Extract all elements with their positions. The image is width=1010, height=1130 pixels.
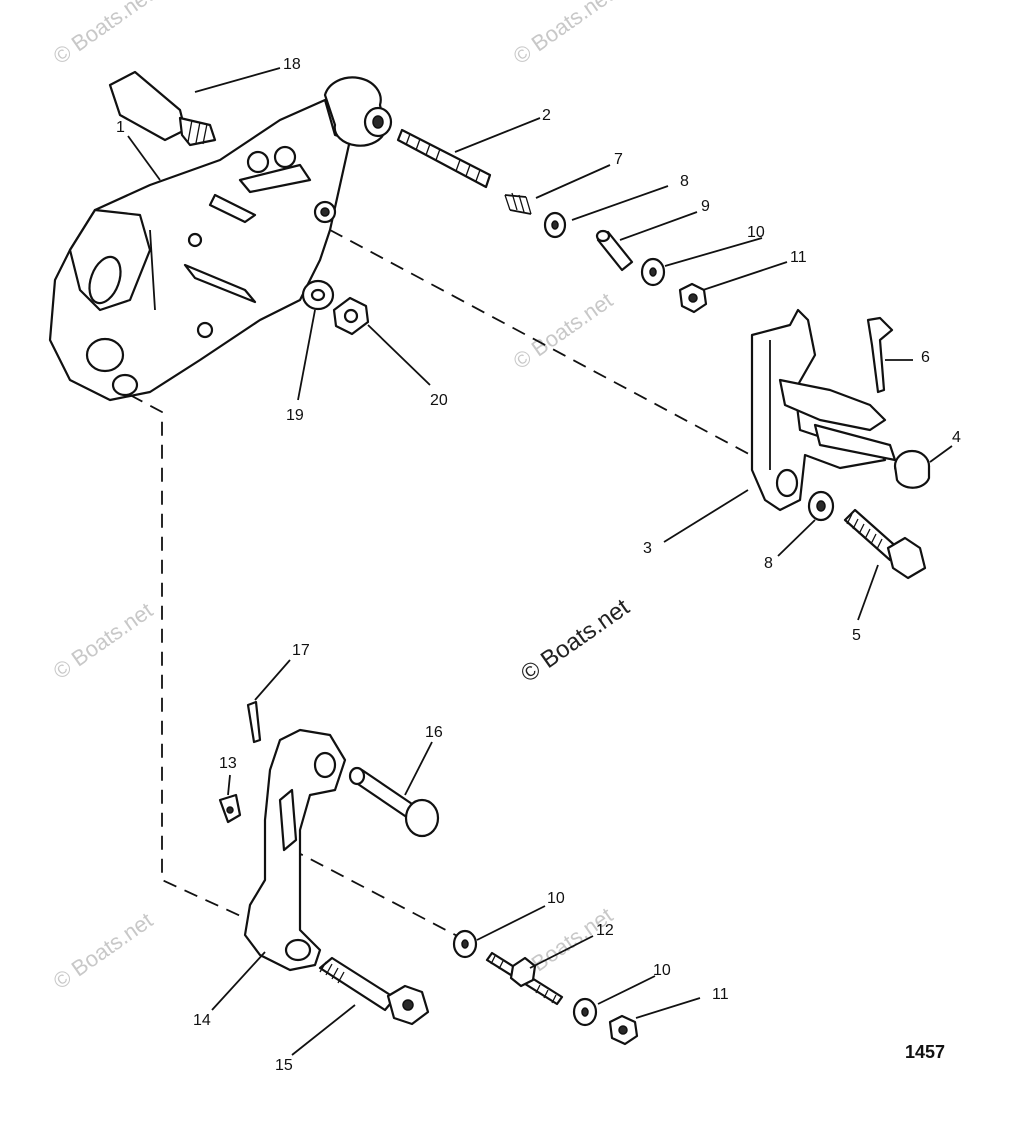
watermark-text: © Boats.net xyxy=(49,597,158,684)
part-12-stud xyxy=(485,951,564,1006)
callout-2: 2 xyxy=(542,107,551,124)
alignment-lines xyxy=(129,229,761,941)
callout-10-mid: 10 xyxy=(547,890,565,907)
callout-17: 17 xyxy=(292,642,310,659)
callout-18: 18 xyxy=(283,56,301,73)
center-watermark: © Boats.net xyxy=(516,593,635,687)
callout-11-lower: 11 xyxy=(712,986,729,1003)
callout-10-lower: 10 xyxy=(653,962,671,979)
part-17-cotter-pin xyxy=(246,700,262,744)
callout-5: 5 xyxy=(852,627,861,644)
callout-6: 6 xyxy=(921,349,930,366)
part-1-bracket xyxy=(48,76,393,402)
part-5-bolt xyxy=(843,508,927,580)
part-13-clip xyxy=(218,793,242,824)
part-2-rod xyxy=(396,128,492,189)
callout-8-top: 8 xyxy=(680,173,689,190)
callout-20: 20 xyxy=(430,392,448,409)
watermark-text: © Boats.net xyxy=(49,907,158,994)
callout-11-top: 11 xyxy=(790,249,807,266)
part-9-pin xyxy=(595,229,634,272)
leader-lines xyxy=(127,67,953,1056)
callout-19: 19 xyxy=(286,407,304,424)
part-15-bolt xyxy=(318,956,430,1026)
part-6-cotter-pin xyxy=(866,316,894,394)
part-10-washer-hole xyxy=(649,267,657,277)
part-8-washer-hole xyxy=(551,220,559,230)
part-3-lever xyxy=(750,308,897,512)
callout-10-top: 10 xyxy=(747,224,765,241)
part-14-lower-lever xyxy=(243,728,347,972)
callout-14: 14 xyxy=(193,1012,211,1029)
callout-16: 16 xyxy=(425,724,443,741)
callout-15: 15 xyxy=(275,1057,293,1074)
callout-1: 1 xyxy=(116,119,125,136)
watermark-text: © Boats.net xyxy=(49,0,158,69)
callout-9: 9 xyxy=(701,198,710,215)
callout-7: 7 xyxy=(614,151,623,168)
part-18-stud xyxy=(108,70,217,147)
callout-13: 13 xyxy=(219,755,237,772)
callout-8-lower: 8 xyxy=(764,555,773,572)
watermark-text: © Boats.net xyxy=(509,287,618,374)
callout-4: 4 xyxy=(952,429,961,446)
callout-3: 3 xyxy=(643,540,652,557)
callout-12: 12 xyxy=(596,922,614,939)
figure-number: 1457 xyxy=(905,1042,945,1062)
part-16-clevis-pin xyxy=(348,766,440,838)
part-7-spring xyxy=(504,192,532,215)
watermark-text: © Boats.net xyxy=(509,0,618,69)
callouts: 1 18 2 7 8 9 10 11 19 20 6 4 3 8 5 17 13… xyxy=(116,56,961,1074)
part-4-cap xyxy=(893,449,931,489)
